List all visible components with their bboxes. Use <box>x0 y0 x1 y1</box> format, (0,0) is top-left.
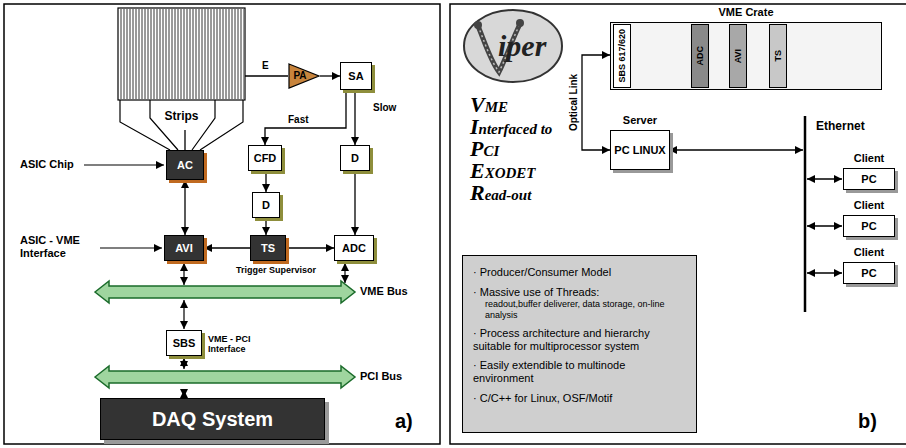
client-box: ClientPC <box>843 262 895 284</box>
node-text: SBS <box>173 337 196 350</box>
interface-box: AVI <box>164 235 204 261</box>
node-text: AVI <box>733 49 743 63</box>
connector <box>245 75 288 76</box>
part-name: VME - PCI Interface <box>208 334 280 355</box>
connector <box>320 75 340 76</box>
node-text: PC <box>861 267 876 280</box>
acronym-line: PCI <box>470 136 499 161</box>
bus-link <box>184 263 345 397</box>
network-name: Ethernet <box>816 120 865 134</box>
node-heading: VME Crate <box>718 6 773 19</box>
connector <box>265 90 346 145</box>
node-text: D <box>351 152 359 165</box>
bus-arrow <box>95 281 355 388</box>
node-text: · Easily extendible to multinode environ… <box>473 359 686 384</box>
module-slot: SBS 617/620 <box>613 24 631 88</box>
pointer-label: ASIC - VME Interface <box>20 234 98 259</box>
node-heading: Client <box>854 246 885 259</box>
acronym-line: EXODET <box>470 158 536 183</box>
process-box: SA <box>340 62 372 90</box>
acronym-line: Read-out <box>470 180 531 205</box>
connector <box>354 171 355 235</box>
node-text: DAQ System <box>152 408 273 431</box>
edge-label: E <box>262 60 269 71</box>
panel-frame <box>4 4 906 444</box>
acronym-line: VME <box>470 92 508 117</box>
node-text: Strips <box>164 110 198 124</box>
node-text: D <box>262 199 270 212</box>
node-text: ADC <box>695 46 705 66</box>
edge-label: Fast <box>288 114 309 125</box>
connector <box>354 90 355 145</box>
process-box: D <box>252 192 280 218</box>
acronym-line: Interfaced to <box>470 114 552 139</box>
part-name: Trigger Supervisor <box>236 265 316 275</box>
node-text: ADC <box>342 242 366 255</box>
connector <box>204 247 250 248</box>
bus-name: PCI Bus <box>360 370 402 383</box>
bus-name: VME Bus <box>360 285 408 298</box>
node-text: iper <box>498 29 546 64</box>
node-text: SA <box>348 70 363 83</box>
node-heading: Client <box>854 199 885 212</box>
edge-label: Optical Link <box>568 73 579 130</box>
detector-strips: Strips <box>118 8 245 130</box>
panel-tag: a) <box>395 410 413 433</box>
trigger-box: TS <box>250 235 286 261</box>
node-text: AVI <box>175 242 193 255</box>
system-box: DAQ System <box>100 398 325 440</box>
node-text: · Producer/Consumer Model <box>473 266 611 279</box>
node-text: TS <box>773 50 783 62</box>
node-text: TS <box>261 242 275 255</box>
connector <box>184 180 185 235</box>
node-text: CFD <box>254 152 277 165</box>
module-slot: ADC <box>691 24 709 88</box>
node-text: SBS 617/620 <box>617 29 627 83</box>
node-heading: Server <box>623 114 657 127</box>
adc-box: ADC <box>334 235 374 261</box>
node-text: PC <box>861 220 876 233</box>
leader-arrow <box>84 165 164 248</box>
strip-detector <box>118 8 245 150</box>
connector <box>286 247 334 248</box>
node-text: · C/C++ for Linux, OSF/Motif <box>473 392 612 405</box>
logo-ellipse: iper <box>462 8 564 84</box>
process-box: D <box>340 145 370 171</box>
edge-label: Slow <box>373 102 396 113</box>
feature-box: · Producer/Consumer Model · Massive use o… <box>462 255 697 433</box>
connector <box>265 218 266 235</box>
node-text: AC <box>177 159 193 172</box>
asic-box: AC <box>166 150 204 180</box>
crate-box: VME CrateSBS 617/620ADCAVITS <box>610 22 882 90</box>
pointer-label: ASIC Chip <box>20 158 74 171</box>
ethernet-line <box>805 116 806 312</box>
module-slot: TS <box>769 24 787 88</box>
interface-box: SBS <box>166 330 202 356</box>
connector <box>184 130 185 150</box>
client-box: ClientPC <box>843 215 895 237</box>
node-heading: Client <box>854 152 885 165</box>
node-text: PA <box>293 70 306 82</box>
preamp-triangle: PA <box>288 63 320 89</box>
node-text: PC LINUX <box>614 144 665 157</box>
server-box: ServerPC LINUX <box>610 130 670 170</box>
connector <box>265 171 266 192</box>
connector <box>582 55 610 150</box>
module-slot: AVI <box>729 24 747 88</box>
node-text: · Process architecture and hierarchy sui… <box>473 327 686 352</box>
client-box: ClientPC <box>843 168 895 190</box>
node-text: · Massive use of Threads: <box>473 286 599 299</box>
process-box: CFD <box>248 145 282 171</box>
node-text: readout,buffer deliverer, data storage, … <box>473 299 686 320</box>
node-text: PC <box>861 173 876 186</box>
panel-tag: b) <box>858 410 877 433</box>
